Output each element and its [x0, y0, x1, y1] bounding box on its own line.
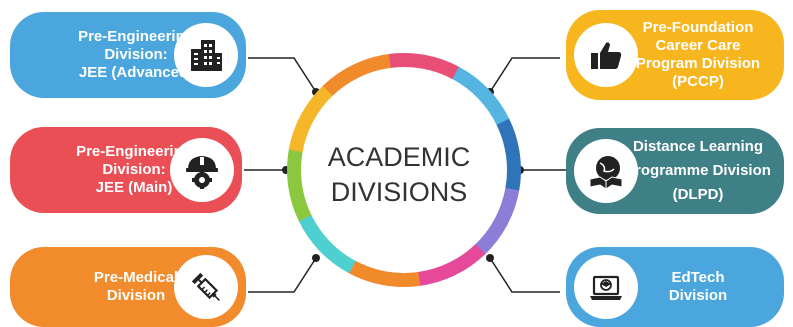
division-jee-advanced[interactable]: Pre-Engineering Division: JEE (Advanced)	[10, 12, 246, 98]
label-line: (DLPD)	[672, 186, 724, 203]
label-line: Division	[668, 287, 728, 304]
center-title-line1: ACADEMIC	[327, 142, 471, 172]
label-line: Career Care	[655, 37, 741, 54]
division-edtech-label: EdTech Division	[612, 269, 784, 305]
label-line: Division:	[102, 161, 166, 178]
ring-segment	[322, 53, 391, 97]
center-ring	[287, 53, 521, 287]
ring-segment	[496, 118, 521, 192]
distance-learning-icon	[574, 139, 638, 203]
label-line: JEE (Advanced)	[78, 64, 194, 81]
laptop-graduation-icon	[574, 255, 638, 319]
label-line: Division	[106, 287, 166, 304]
label-line: Distance Learning	[632, 138, 764, 155]
label-line: Division:	[104, 46, 168, 63]
label-line: EdTech	[671, 269, 725, 286]
syringe-icon	[174, 255, 238, 319]
connector-lines	[244, 57, 566, 293]
ring-segment	[288, 84, 334, 153]
ring-segment	[417, 243, 486, 287]
center-disc	[307, 73, 501, 267]
label-line: Pre-Foundation	[642, 19, 754, 36]
ring-segment	[387, 53, 461, 80]
thumbs-up-icon	[574, 23, 638, 87]
dot-pre-medical	[312, 254, 320, 262]
center-title: ACADEMIC DIVISIONS	[296, 140, 502, 210]
buildings-icon	[174, 23, 238, 87]
label-line: Program Division	[635, 55, 761, 72]
connector-edtech	[489, 257, 560, 293]
ring-segment	[347, 260, 421, 287]
label-line: Programme Division	[625, 162, 771, 179]
label-line: (PCCP)	[672, 73, 724, 90]
ring-segment	[452, 66, 510, 126]
label-line: Pre-Engineering	[76, 143, 192, 160]
connector-pre-medical	[248, 257, 317, 293]
connector-pccp	[489, 57, 560, 93]
connector-jee-advanced	[248, 57, 317, 93]
ring-segment	[298, 214, 356, 274]
division-jee-main[interactable]: Pre-Engineering Division: JEE (Main)	[10, 127, 242, 213]
ring-segment	[474, 187, 520, 256]
label-line: Pre-Engineering	[78, 28, 194, 45]
label-line: Pre-Medical	[93, 269, 179, 286]
division-jee-advanced-label: Pre-Engineering Division: JEE (Advanced)	[26, 28, 246, 82]
division-edtech[interactable]: EdTech Division	[566, 247, 784, 327]
center-title-line2: DIVISIONS	[330, 177, 468, 207]
dot-edtech	[486, 254, 494, 262]
division-pccp[interactable]: Pre-Foundation Career Care Program Divis…	[566, 10, 784, 100]
division-jee-main-label: Pre-Engineering Division: JEE (Main)	[26, 143, 242, 197]
division-pre-medical-label: Pre-Medical Division	[26, 269, 246, 305]
division-dlpd-label: Distance Learning Programme Division (DL…	[612, 138, 784, 204]
division-pccp-label: Pre-Foundation Career Care Program Divis…	[612, 19, 784, 91]
division-pre-medical[interactable]: Pre-Medical Division	[10, 247, 246, 327]
label-line: JEE (Main)	[95, 179, 173, 196]
ring-segment	[287, 148, 312, 222]
division-dlpd[interactable]: Distance Learning Programme Division (DL…	[566, 128, 784, 214]
hardhat-gear-icon	[170, 138, 234, 202]
